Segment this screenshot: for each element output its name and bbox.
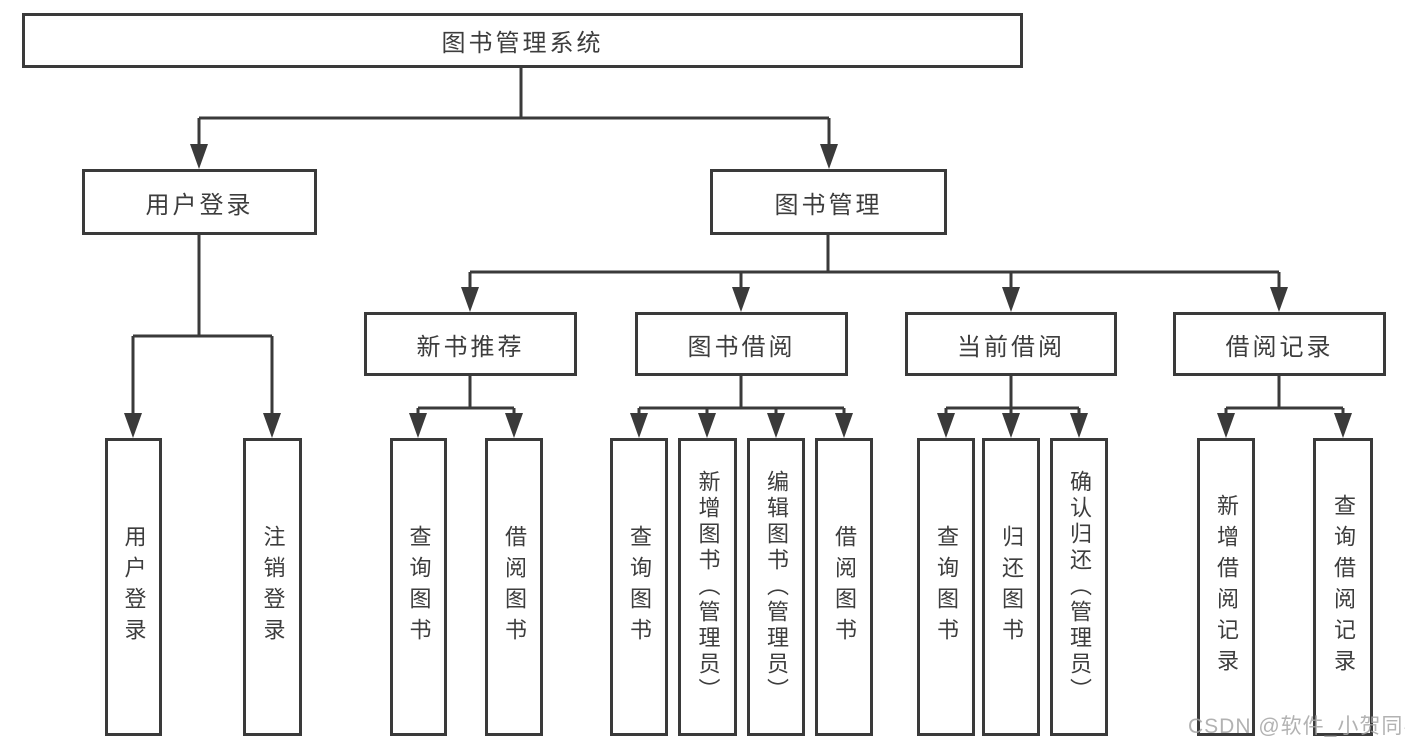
leaf-user-login: 用户登录 — [105, 438, 162, 736]
node-current-borrow: 当前借阅 — [905, 312, 1117, 376]
node-book-borrow: 图书借阅 — [635, 312, 848, 376]
node-borrow-record: 借阅记录 — [1173, 312, 1386, 376]
leaf-bb-add-books-admin-label: 新增图书（管理员） — [695, 470, 721, 704]
node-root-label: 图书管理系统 — [441, 30, 604, 57]
leaf-nbr-borrow-books-label: 借阅图书 — [502, 525, 527, 649]
connector-book-borrow-to-leaves — [630, 376, 853, 438]
leaf-cb-return-books: 归还图书 — [982, 438, 1040, 736]
node-book-mgmt: 图书管理 — [710, 169, 947, 235]
connector-book-mgmt-to-level3 — [461, 234, 1288, 312]
node-new-book-rec: 新书推荐 — [364, 312, 577, 376]
leaf-logout-label: 注销登录 — [260, 525, 286, 649]
leaf-cb-confirm-return-admin: 确认归还（管理员） — [1050, 438, 1108, 736]
leaf-bb-borrow-books-label: 借阅图书 — [832, 525, 857, 649]
node-user-login-label: 用户登录 — [145, 191, 254, 219]
node-book-mgmt-label: 图书管理 — [774, 191, 883, 219]
connector-new-book-rec-to-leaves — [409, 376, 523, 438]
connector-user-login-to-leaves — [124, 234, 281, 438]
leaf-cb-query-books-label: 查询图书 — [934, 525, 959, 649]
leaf-nbr-query-books: 查询图书 — [390, 438, 447, 736]
leaf-br-add-record: 新增借阅记录 — [1197, 438, 1255, 736]
node-borrow-record-label: 借阅记录 — [1225, 333, 1334, 361]
node-current-borrow-label: 当前借阅 — [957, 333, 1065, 361]
leaf-user-login-label: 用户登录 — [121, 525, 147, 649]
leaf-br-query-record-label: 查询借阅记录 — [1331, 494, 1356, 680]
node-root: 图书管理系统 — [22, 13, 1023, 68]
leaf-nbr-borrow-books: 借阅图书 — [485, 438, 543, 736]
leaf-bb-add-books-admin: 新增图书（管理员） — [678, 438, 737, 736]
connector-borrow-record-to-leaves — [1217, 376, 1352, 438]
leaf-cb-query-books: 查询图书 — [917, 438, 975, 736]
leaf-br-add-record-label: 新增借阅记录 — [1214, 494, 1239, 680]
leaf-logout: 注销登录 — [243, 438, 302, 736]
leaf-bb-edit-books-admin: 编辑图书（管理员） — [747, 438, 805, 736]
leaf-nbr-query-books-label: 查询图书 — [406, 525, 432, 649]
leaf-bb-query-books-label: 查询图书 — [627, 525, 652, 649]
leaf-bb-edit-books-admin-label: 编辑图书（管理员） — [764, 470, 789, 704]
leaf-bb-borrow-books: 借阅图书 — [815, 438, 873, 736]
node-new-book-rec-label: 新书推荐 — [416, 333, 525, 361]
leaf-bb-query-books: 查询图书 — [610, 438, 668, 736]
leaf-br-query-record: 查询借阅记录 — [1313, 438, 1373, 736]
node-book-borrow-label: 图书借阅 — [687, 333, 796, 361]
connector-current-borrow-to-leaves — [937, 376, 1088, 438]
leaf-cb-confirm-return-admin-label: 确认归还（管理员） — [1067, 470, 1092, 704]
csdn-watermark: CSDN @软件_小贺同学 — [1188, 715, 1405, 738]
connector-root-to-level2 — [190, 68, 838, 169]
leaf-cb-return-books-label: 归还图书 — [999, 525, 1024, 649]
node-user-login: 用户登录 — [82, 169, 317, 235]
